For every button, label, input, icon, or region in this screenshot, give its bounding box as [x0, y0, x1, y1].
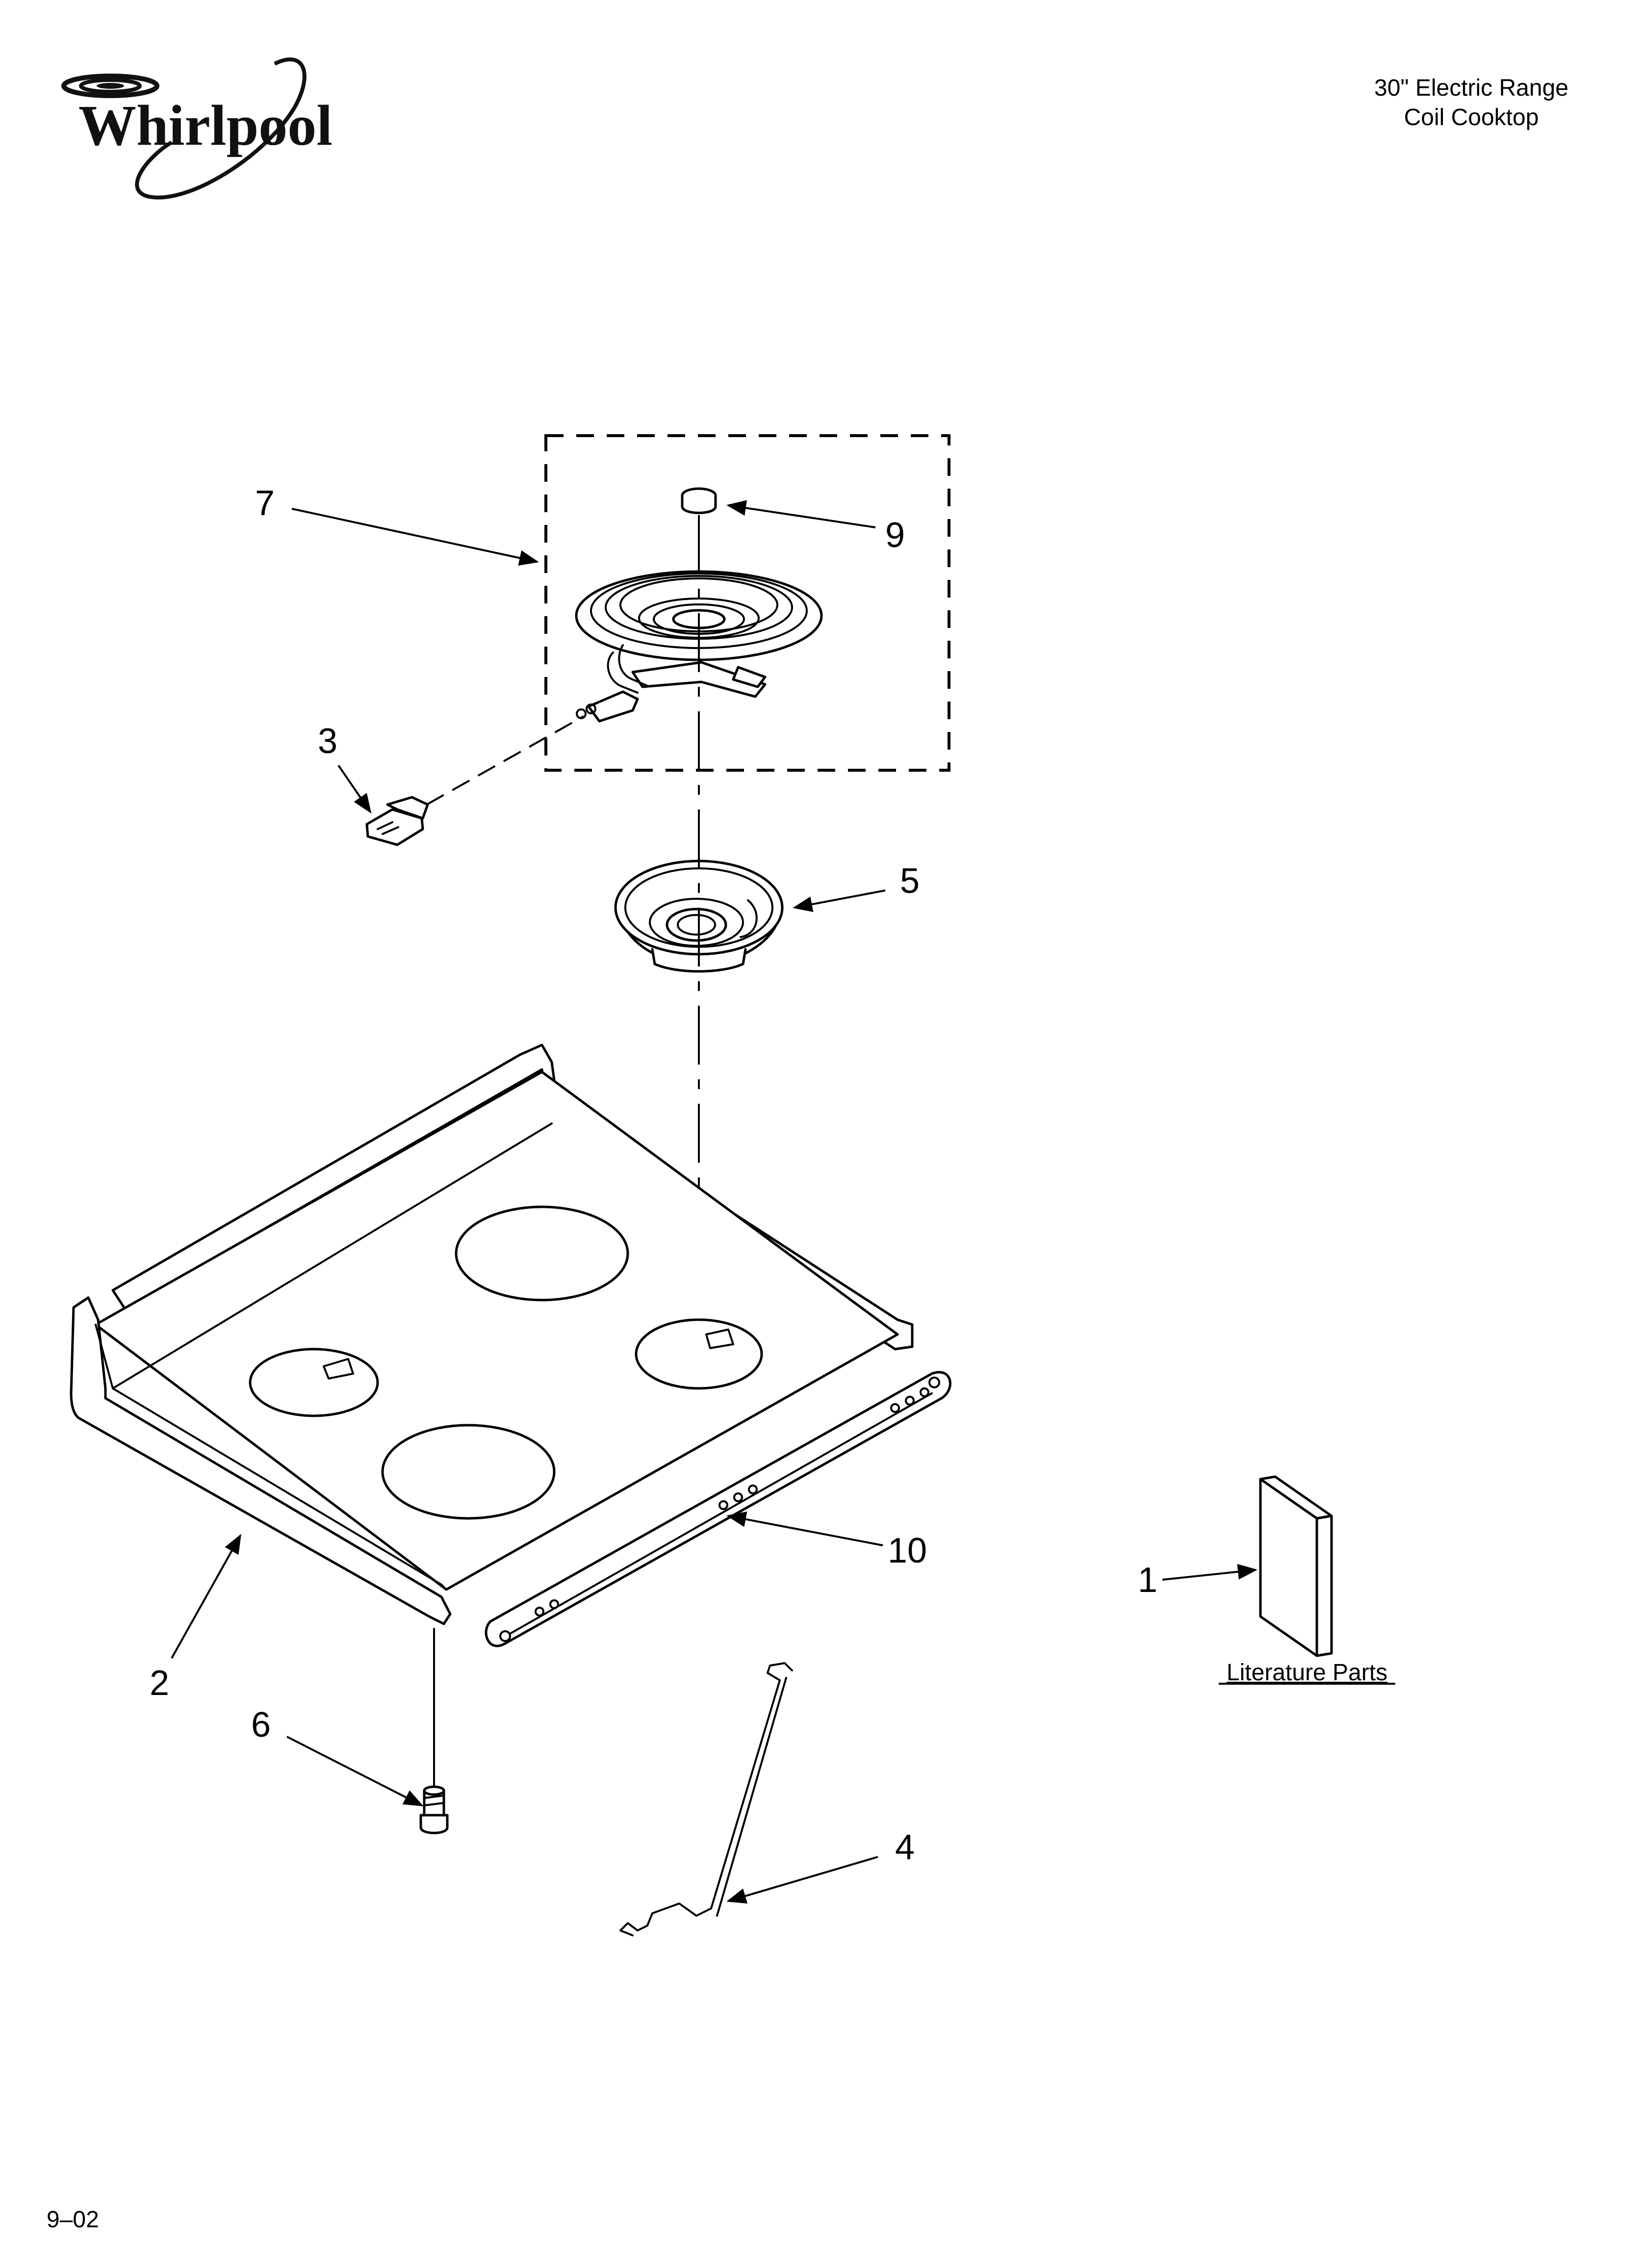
callout-6: 6: [251, 1705, 271, 1745]
callout-10: 10: [888, 1531, 927, 1570]
callout-7: 7: [255, 484, 275, 523]
swirl-icon: [61, 57, 307, 200]
callout-1: 1: [1138, 1561, 1157, 1600]
callout-5: 5: [900, 861, 920, 901]
callout-2: 2: [150, 1664, 169, 1703]
callout-3: 3: [318, 722, 337, 761]
leader-lines: [171, 500, 1257, 1904]
element-assembly-box: [544, 434, 950, 772]
part-7-surface-element: [575, 570, 823, 723]
part-9-element-cap: [681, 487, 717, 514]
header-title-line2: Coil Cooktop: [1404, 104, 1539, 130]
whirlpool-logo: Whirlpool: [61, 57, 333, 200]
part-1-literature: [1259, 1475, 1333, 1657]
part-10-bracket: [485, 1371, 951, 1647]
callout-4: 4: [895, 1828, 915, 1867]
logo-wordmark: Whirlpool: [78, 93, 333, 157]
part-2-cooktop: [70, 1043, 914, 1625]
literature-parts-label: Literature Parts: [1227, 1660, 1387, 1686]
header-title-line1: 30" Electric Range: [1374, 75, 1568, 101]
footer-code: 9–02: [47, 2207, 99, 2233]
part-3-terminal-block: [365, 796, 429, 846]
part-6-screw: [419, 1785, 449, 1834]
part-4-rod: [619, 1662, 793, 1936]
callout-9: 9: [885, 516, 905, 555]
